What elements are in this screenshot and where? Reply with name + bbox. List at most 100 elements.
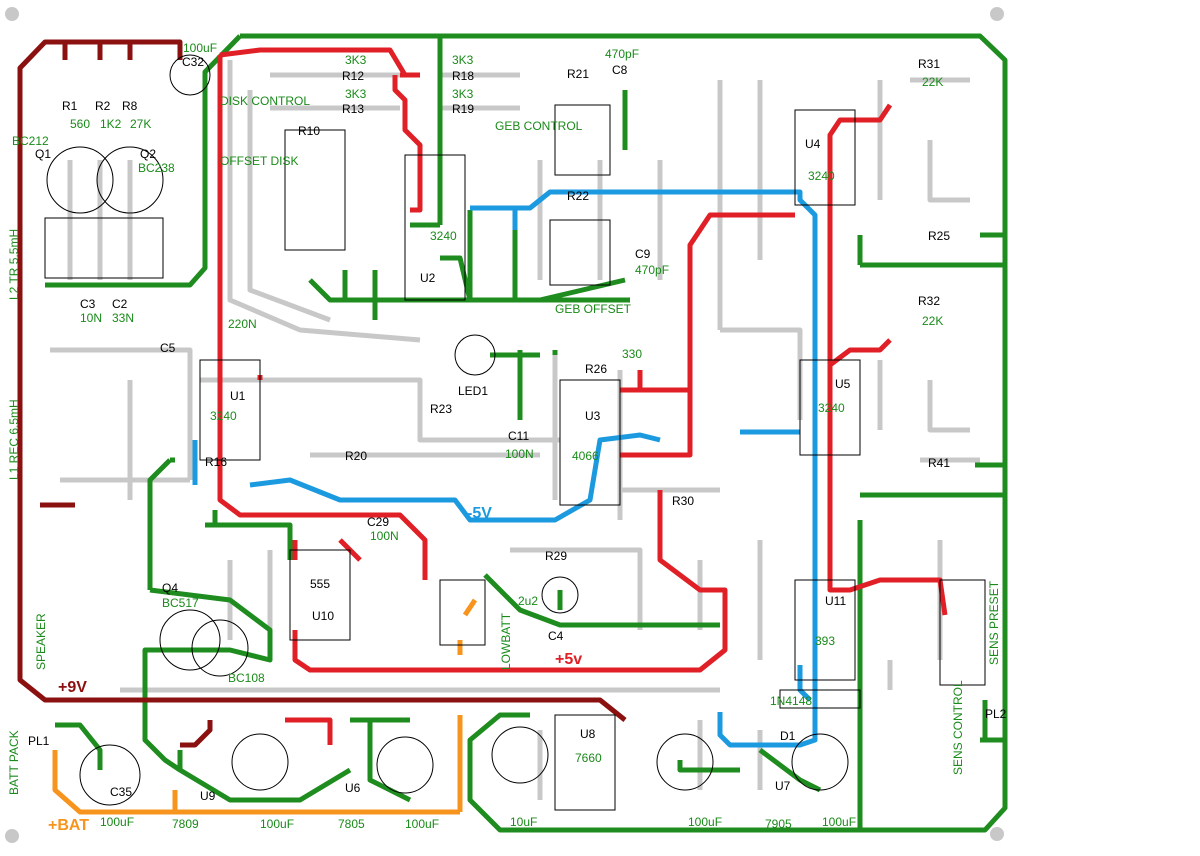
resistor-value: 330 — [622, 347, 642, 361]
resistor-ref: R10 — [298, 124, 320, 138]
label-speaker: SPEAKER — [34, 613, 48, 670]
ic-U5 — [799, 359, 861, 456]
component-outlines — [44, 54, 986, 811]
resistor-value: 3K3 — [452, 53, 474, 67]
ic-ref: U9 — [200, 789, 216, 803]
pot-R15 — [439, 579, 486, 646]
coil-l1: L1 REC 6.5mH — [7, 399, 21, 480]
rail-label-plus9v: +9V — [58, 679, 87, 696]
ic-ref: U8 — [580, 727, 596, 741]
capacitor-value: 33N — [112, 311, 134, 325]
resistor-ref: R32 — [918, 294, 940, 308]
resistor-ref: R8 — [122, 99, 138, 113]
capacitor-value: 220N — [228, 317, 257, 331]
transistor-part: BC108 — [228, 671, 265, 685]
pot-R21 — [554, 104, 611, 176]
transistor-labels: BC212 Q1 Q2 BC238 Q4 BC517 BC108 — [12, 134, 265, 685]
ic-ref: U10 — [312, 609, 334, 623]
ic-labels: U1 3240 U2 3240 U3 4066 U4 3240 U5 3240 … — [172, 137, 851, 831]
ic-part: 7805 — [338, 817, 365, 831]
pot-R22 — [549, 219, 611, 286]
resistor-ref: R30 — [672, 494, 694, 508]
resistor-value: 27K — [130, 117, 151, 131]
cap-C28 — [376, 736, 434, 794]
capacitor-value: 10uF — [510, 815, 537, 829]
transistor-part: BC517 — [162, 596, 199, 610]
capacitor-value: 100uF — [822, 815, 856, 829]
rail-label-plusbat: +BAT — [48, 817, 89, 834]
diode-part: 1N4148 — [770, 694, 812, 708]
capacitor-value: 100uF — [405, 817, 439, 831]
label-geb-offset: GEB OFFSET — [555, 302, 632, 316]
label-low-batt: LOWBATT — [499, 612, 513, 670]
label-disk-control: DISK CONTROL — [220, 94, 310, 108]
transistor-Q1 — [46, 146, 114, 214]
ic-part: 7905 — [765, 817, 792, 831]
ic-ref: U1 — [230, 389, 246, 403]
resistor-ref: R1 — [62, 99, 78, 113]
capacitor-ref: C2 — [112, 297, 128, 311]
capacitor-value: 470pF — [605, 47, 639, 61]
transistor-Q2 — [96, 146, 164, 214]
ic-U4 — [794, 109, 856, 206]
resistor-ref: R12 — [342, 69, 364, 83]
mounting-hole-icon — [5, 7, 19, 21]
label-batt-pack: BATT PACK — [7, 730, 21, 795]
label-sens-control: SENS CONTROL — [951, 680, 965, 775]
led-LED1 — [454, 334, 496, 376]
ic-ref: U5 — [835, 377, 851, 391]
capacitor-value: 100N — [505, 447, 534, 461]
transistor-ref: Q4 — [162, 581, 178, 595]
capacitor-ref: C11 — [508, 429, 529, 443]
ic-ref: U7 — [775, 779, 791, 793]
mounting-hole-icon — [5, 829, 19, 843]
ic-U3 — [559, 379, 621, 506]
plus9v-tracks — [17, 39, 627, 748]
resistor-ref: R2 — [95, 99, 111, 113]
transistor-part: BC212 — [12, 134, 49, 148]
ic-U10 — [289, 549, 351, 641]
cap-C34 — [491, 726, 549, 784]
transistor-ref: Q2 — [140, 147, 156, 161]
resistor-value: 1K2 — [100, 117, 122, 131]
resistor-ref: R22 — [567, 189, 589, 203]
ic-ref: U3 — [585, 409, 601, 423]
led-label: LED1 — [458, 384, 488, 398]
transistor-ref: Q1 — [35, 147, 51, 161]
resistor-value: 22K — [922, 314, 943, 328]
resistor-ref: R29 — [545, 549, 567, 563]
rail-label-minus5v: -5V — [467, 505, 492, 522]
rail-label-plus5v: +5v — [555, 651, 582, 668]
transistor-Q3 — [191, 619, 249, 677]
resistor-ref: R41 — [928, 456, 950, 470]
capacitor-value: 470pF — [635, 263, 669, 277]
ic-part: 555 — [310, 577, 330, 591]
ic-part: 3240 — [430, 229, 457, 243]
cap-C33 — [791, 733, 849, 791]
cap-C27 — [231, 733, 289, 791]
pot-R10 — [284, 129, 346, 251]
capacitor-ref: C9 — [635, 247, 651, 261]
ic-part: 7809 — [172, 817, 199, 831]
resistor-value: 560 — [70, 117, 90, 131]
resistor-ref: R26 — [585, 362, 607, 376]
resistor-ref: R25 — [928, 229, 950, 243]
ic-part: 7660 — [575, 751, 602, 765]
plus5v-tracks — [217, 47, 948, 745]
capacitor-ref: C3 — [80, 297, 96, 311]
resistor-ref: R20 — [345, 449, 367, 463]
transistor-part: BC238 — [138, 161, 175, 175]
ic-part: 3240 — [808, 169, 835, 183]
coil-block — [44, 217, 164, 279]
ic-U11 — [794, 579, 856, 681]
capacitor-value: 100uF — [688, 815, 722, 829]
resistor-value: 3K3 — [345, 87, 367, 101]
capacitor-value: 100uF — [183, 41, 217, 55]
resistor-ref: R18 — [452, 69, 474, 83]
capacitor-ref: C32 — [182, 55, 204, 69]
capacitor-ref: C29 — [367, 515, 389, 529]
signal-tracks — [50, 60, 980, 800]
mounting-hole-icon — [990, 7, 1004, 21]
battery-tracks — [52, 598, 478, 815]
capacitor-value: 100uF — [260, 817, 294, 831]
